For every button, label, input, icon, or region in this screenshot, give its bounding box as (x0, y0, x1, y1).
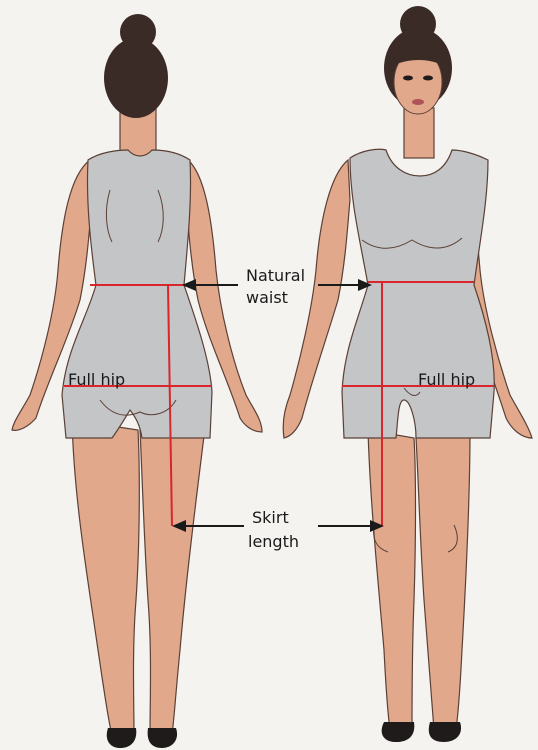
back-right-leg (140, 420, 206, 735)
natural-waist-label-line1: Natural (246, 266, 305, 285)
front-left-arm (283, 160, 350, 438)
skirt-length-label-line1: Skirt (252, 508, 289, 527)
full-hip-front-label: Full hip (418, 370, 475, 389)
front-hair-bun (400, 6, 436, 42)
front-view-figure (283, 6, 532, 742)
front-left-shoe (382, 722, 415, 742)
front-neck (404, 108, 434, 158)
back-view-figure (12, 14, 262, 748)
front-left-leg (368, 430, 416, 730)
full-hip-back-label: Full hip (68, 370, 125, 389)
front-right-leg (416, 430, 470, 730)
front-eye-left (403, 76, 413, 81)
back-left-leg (72, 420, 139, 735)
front-eye-right (423, 76, 433, 81)
back-head (104, 38, 168, 118)
back-hair-bun (120, 14, 156, 50)
natural-waist-label-line2: waist (246, 288, 288, 307)
front-right-shoe (429, 722, 461, 742)
back-right-shoe (148, 728, 177, 748)
back-left-shoe (107, 728, 137, 748)
front-mouth (412, 99, 424, 105)
skirt-length-label-line2: length (248, 532, 299, 551)
